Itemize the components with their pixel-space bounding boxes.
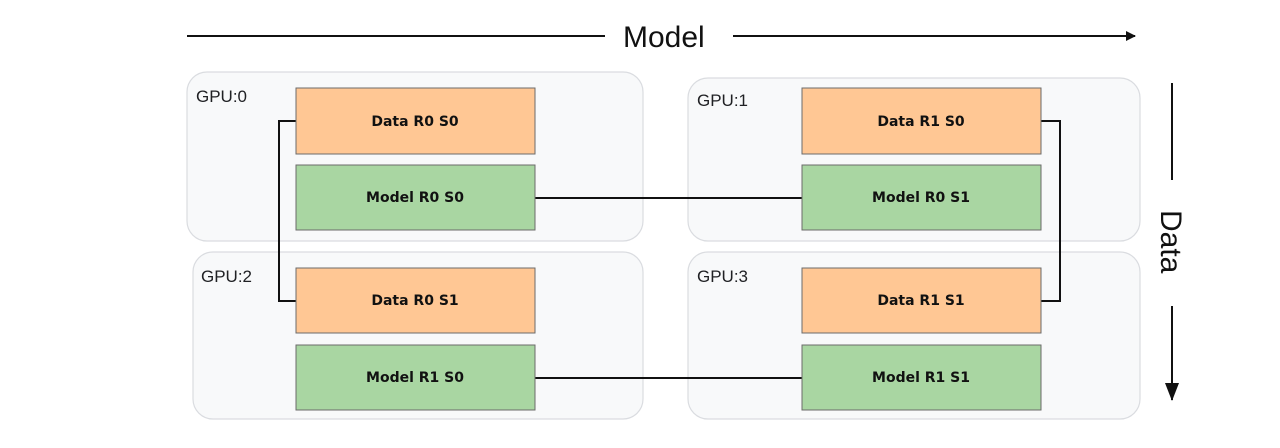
data-block: Data R0 S1: [295, 267, 536, 334]
gpu-label: GPU:0: [196, 87, 247, 106]
model-block: Model R0 S0: [295, 164, 536, 231]
svg-text:Data R1 S1: Data R1 S1: [877, 293, 964, 309]
gpu-label: GPU:3: [697, 267, 748, 286]
svg-text:Model R1 S0: Model R1 S0: [366, 370, 464, 386]
data-axis-label: Data: [1154, 210, 1187, 274]
svg-text:Model R0 S1: Model R0 S1: [872, 190, 970, 206]
model-block: Model R1 S1: [801, 344, 1042, 411]
data-connector-right: [1041, 120, 1061, 302]
svg-text:Data R1 S0: Data R1 S0: [877, 114, 965, 130]
model-block: Model R1 S0: [295, 344, 536, 411]
model-axis-label: Model: [623, 21, 705, 54]
svg-text:Data R0 S1: Data R0 S1: [371, 293, 458, 309]
data-block: Data R1 S1: [801, 267, 1042, 334]
svg-text:Data R0 S0: Data R0 S0: [371, 114, 459, 130]
data-connector-left: [278, 120, 296, 302]
model-block: Model R0 S1: [801, 164, 1042, 231]
gpu-label: GPU:2: [201, 267, 252, 286]
svg-text:Model R1 S1: Model R1 S1: [872, 370, 970, 386]
gpu-label: GPU:1: [697, 91, 748, 110]
data-block: Data R0 S0: [295, 87, 536, 155]
data-block: Data R1 S0: [801, 87, 1042, 155]
svg-text:Model R0 S0: Model R0 S0: [366, 190, 464, 206]
